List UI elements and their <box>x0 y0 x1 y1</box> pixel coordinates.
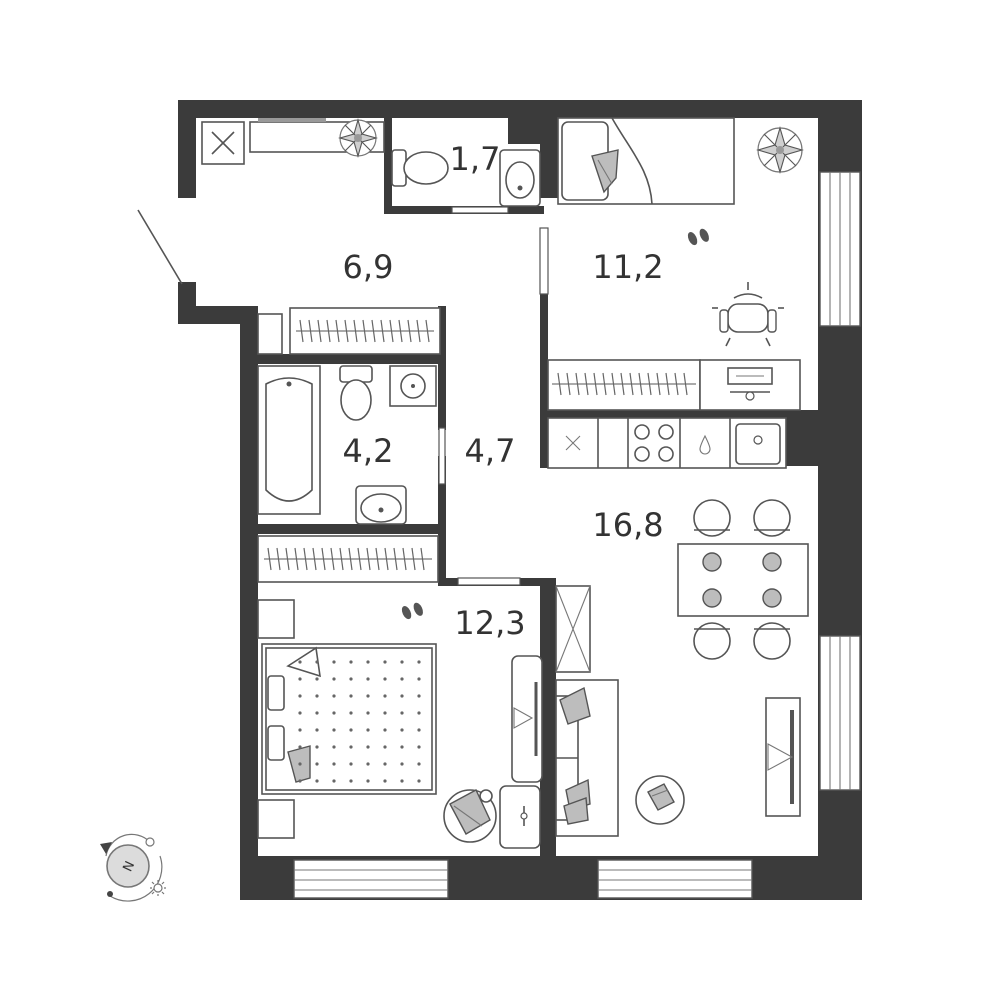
sun-icon <box>150 880 166 896</box>
doors <box>137 206 549 586</box>
nightstand <box>257 799 295 839</box>
windows <box>293 171 861 899</box>
cabinet-small-icon <box>499 785 541 849</box>
bedroom-small-furniture <box>547 117 804 411</box>
dining-set <box>677 499 809 660</box>
plant-icon <box>756 126 804 174</box>
entrance-door <box>137 209 183 285</box>
slippers-icon <box>401 602 423 620</box>
wc-fixtures <box>391 149 541 207</box>
toilet-icon <box>391 149 449 187</box>
bedroom-large-door <box>457 577 521 586</box>
washing-machine-icon <box>389 365 437 407</box>
bedroom-small-door <box>539 227 549 295</box>
chair-icon <box>693 499 731 537</box>
chair-icon <box>693 622 731 660</box>
plant-icon <box>337 117 379 159</box>
sofa-icon <box>555 679 619 837</box>
room-area-bedroom-small: 11,2 <box>592 248 663 286</box>
sink-icon <box>355 485 407 525</box>
tv-icon <box>765 697 801 817</box>
bathroom-fixtures <box>257 307 441 583</box>
room-area-bathroom: 4,2 <box>343 432 394 470</box>
kitchen-counter <box>547 417 787 469</box>
living-furniture <box>555 585 801 837</box>
bed-pattern <box>298 660 421 783</box>
desk-icon <box>699 359 801 411</box>
close-icon <box>565 435 581 451</box>
bathtub-icon <box>257 365 321 515</box>
toilet-icon <box>339 365 373 421</box>
room-area-hallway: 6,9 <box>343 248 394 286</box>
dresser-icon <box>511 655 543 783</box>
stove-icon <box>634 424 674 462</box>
window-bedroom-large <box>293 859 449 899</box>
hallway-furniture <box>201 117 385 165</box>
room-area-wc: 1,7 <box>450 140 501 178</box>
room-area-corridor: 4,7 <box>465 432 516 470</box>
wardrobe-bedroom-small <box>547 359 701 411</box>
compass-icon: N <box>100 833 166 902</box>
cabinet-icon <box>555 585 591 673</box>
kitchen-sink-icon <box>735 423 781 465</box>
drop-icon <box>699 434 711 455</box>
slippers-icon <box>687 228 709 246</box>
armchair-icon <box>443 789 497 843</box>
window-bedroom-small <box>819 171 861 327</box>
window-living-right <box>819 635 861 791</box>
bed-icon <box>557 117 735 205</box>
bathroom-door <box>438 427 446 485</box>
hanger-pattern <box>267 319 688 571</box>
chair-icon <box>753 499 791 537</box>
coffee-table-icon <box>635 775 685 825</box>
wardrobe-bottom <box>257 535 439 583</box>
bedroom-large-furniture <box>257 599 543 849</box>
room-area-bedroom-large: 12,3 <box>454 604 525 642</box>
chair-icon <box>753 622 791 660</box>
office-chair-icon <box>712 282 784 347</box>
room-labels: 6,9 1,7 11,2 4,2 4,7 16,8 12,3 <box>343 140 664 642</box>
window-living-bottom <box>597 859 753 899</box>
sink-icon <box>499 149 541 207</box>
wc-door <box>451 206 509 214</box>
room-area-kitchen-living: 16,8 <box>592 506 663 544</box>
nightstand <box>257 599 295 639</box>
double-bed-icon <box>261 643 437 795</box>
